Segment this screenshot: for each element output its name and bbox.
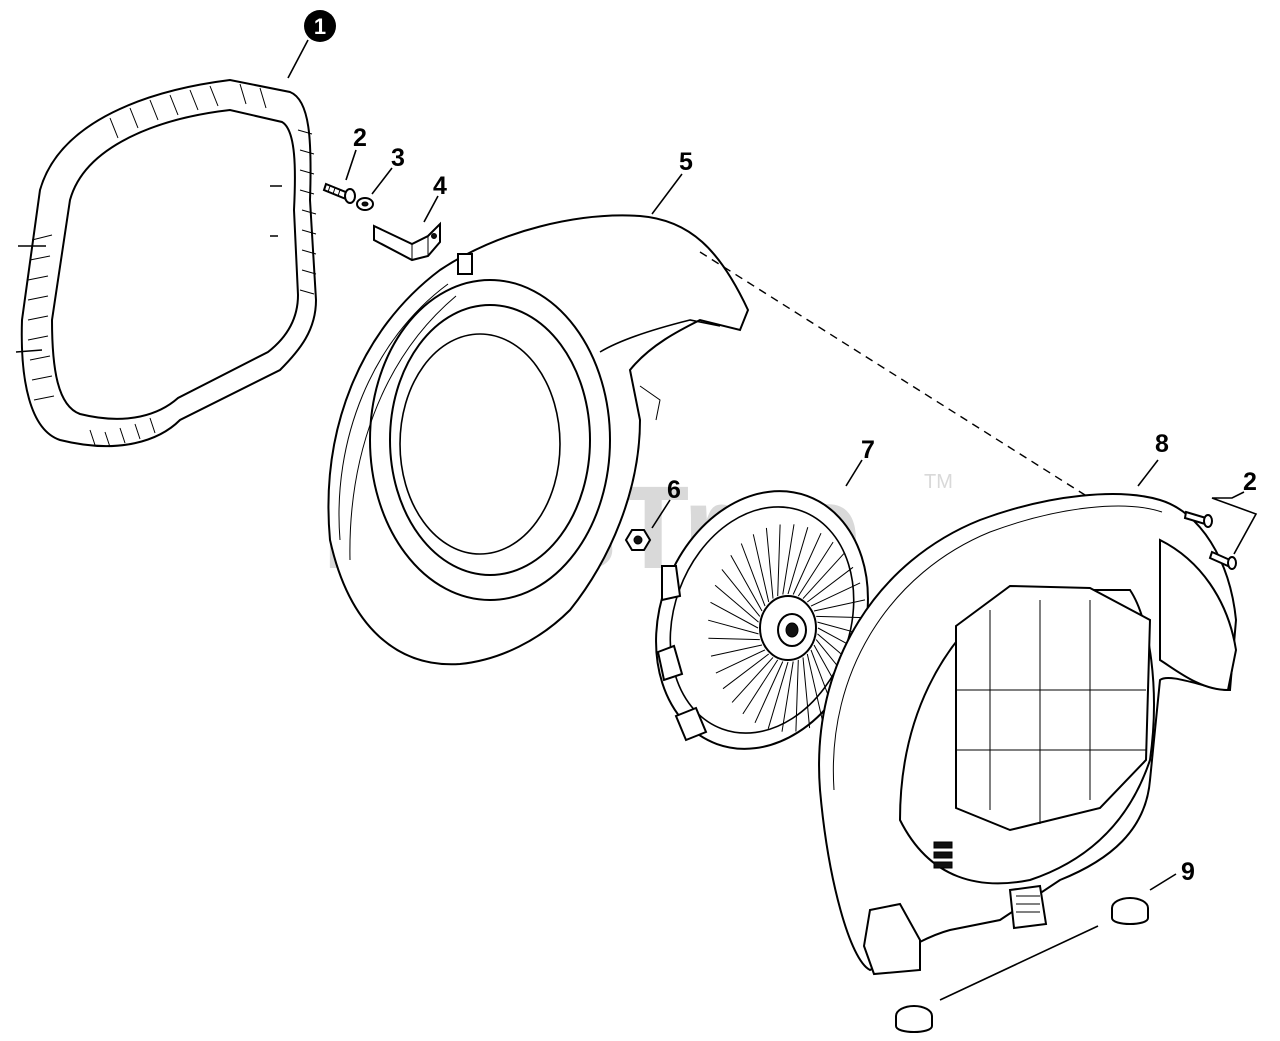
impeller-blade (787, 527, 809, 595)
impeller-blade (795, 659, 799, 732)
callout-7[interactable]: 7 (861, 436, 875, 464)
impeller-blade (731, 657, 774, 703)
impeller-blade (802, 657, 811, 729)
callout-5[interactable]: 5 (679, 148, 693, 176)
impeller-blade (710, 644, 763, 657)
callout-labels: 1 2 3 4 5 6 7 8 2 9 (304, 10, 1257, 886)
callout-8[interactable]: 8 (1155, 430, 1169, 458)
callout-2-upper[interactable]: 2 (353, 124, 367, 152)
impeller-blade (806, 653, 824, 722)
screw-icon[interactable] (1183, 510, 1237, 570)
impeller-blade (816, 615, 868, 619)
callout-1[interactable]: 1 (314, 14, 326, 39)
nut-icon[interactable] (624, 529, 652, 551)
impeller-blade (802, 553, 845, 599)
bracket-icon[interactable] (373, 221, 441, 262)
screw-icon[interactable] (322, 182, 356, 204)
callout-1-badge (304, 10, 336, 42)
watermark-trademark: TM (924, 471, 953, 493)
rubber-foot-icon[interactable] (895, 897, 1149, 1033)
callout-2-right[interactable]: 2 (1243, 468, 1257, 496)
impeller-blade (742, 659, 779, 715)
impeller-blade (722, 653, 770, 690)
fan-case-rear-icon[interactable] (818, 493, 1238, 976)
impeller-blade (708, 619, 759, 635)
impeller-blade (806, 566, 854, 603)
impeller-blade (792, 532, 822, 595)
impeller-blade (721, 569, 761, 617)
impeller-blade (777, 524, 781, 597)
impeller-blade (710, 601, 759, 629)
impeller-blade (781, 661, 794, 732)
impeller-blade (730, 555, 763, 612)
assembly-dashed-line (699, 251, 1151, 537)
impeller-blade (765, 527, 774, 599)
callout-9[interactable]: 9 (1181, 858, 1195, 886)
impeller-blade (810, 582, 861, 607)
impeller-blade (740, 543, 766, 607)
fan-case-front-icon[interactable] (327, 214, 750, 666)
impeller-blade (752, 534, 770, 603)
impeller-blade (714, 584, 759, 623)
callout-3[interactable]: 3 (391, 144, 405, 172)
impeller-blade (767, 661, 789, 729)
impeller-blade (708, 637, 760, 641)
callout-6[interactable]: 6 (667, 476, 681, 504)
impeller-blade (782, 524, 795, 595)
impeller-fan-icon[interactable] (621, 461, 903, 779)
washer-icon[interactable] (356, 197, 374, 211)
leader-lines (287, 39, 1258, 1001)
callout-4[interactable]: 4 (433, 172, 447, 200)
impeller-blade (813, 599, 866, 612)
impeller-blade (715, 649, 766, 674)
fan-cover-frame-icon[interactable] (15, 78, 318, 448)
impeller-blade (797, 541, 834, 597)
impeller-blade (754, 661, 784, 724)
